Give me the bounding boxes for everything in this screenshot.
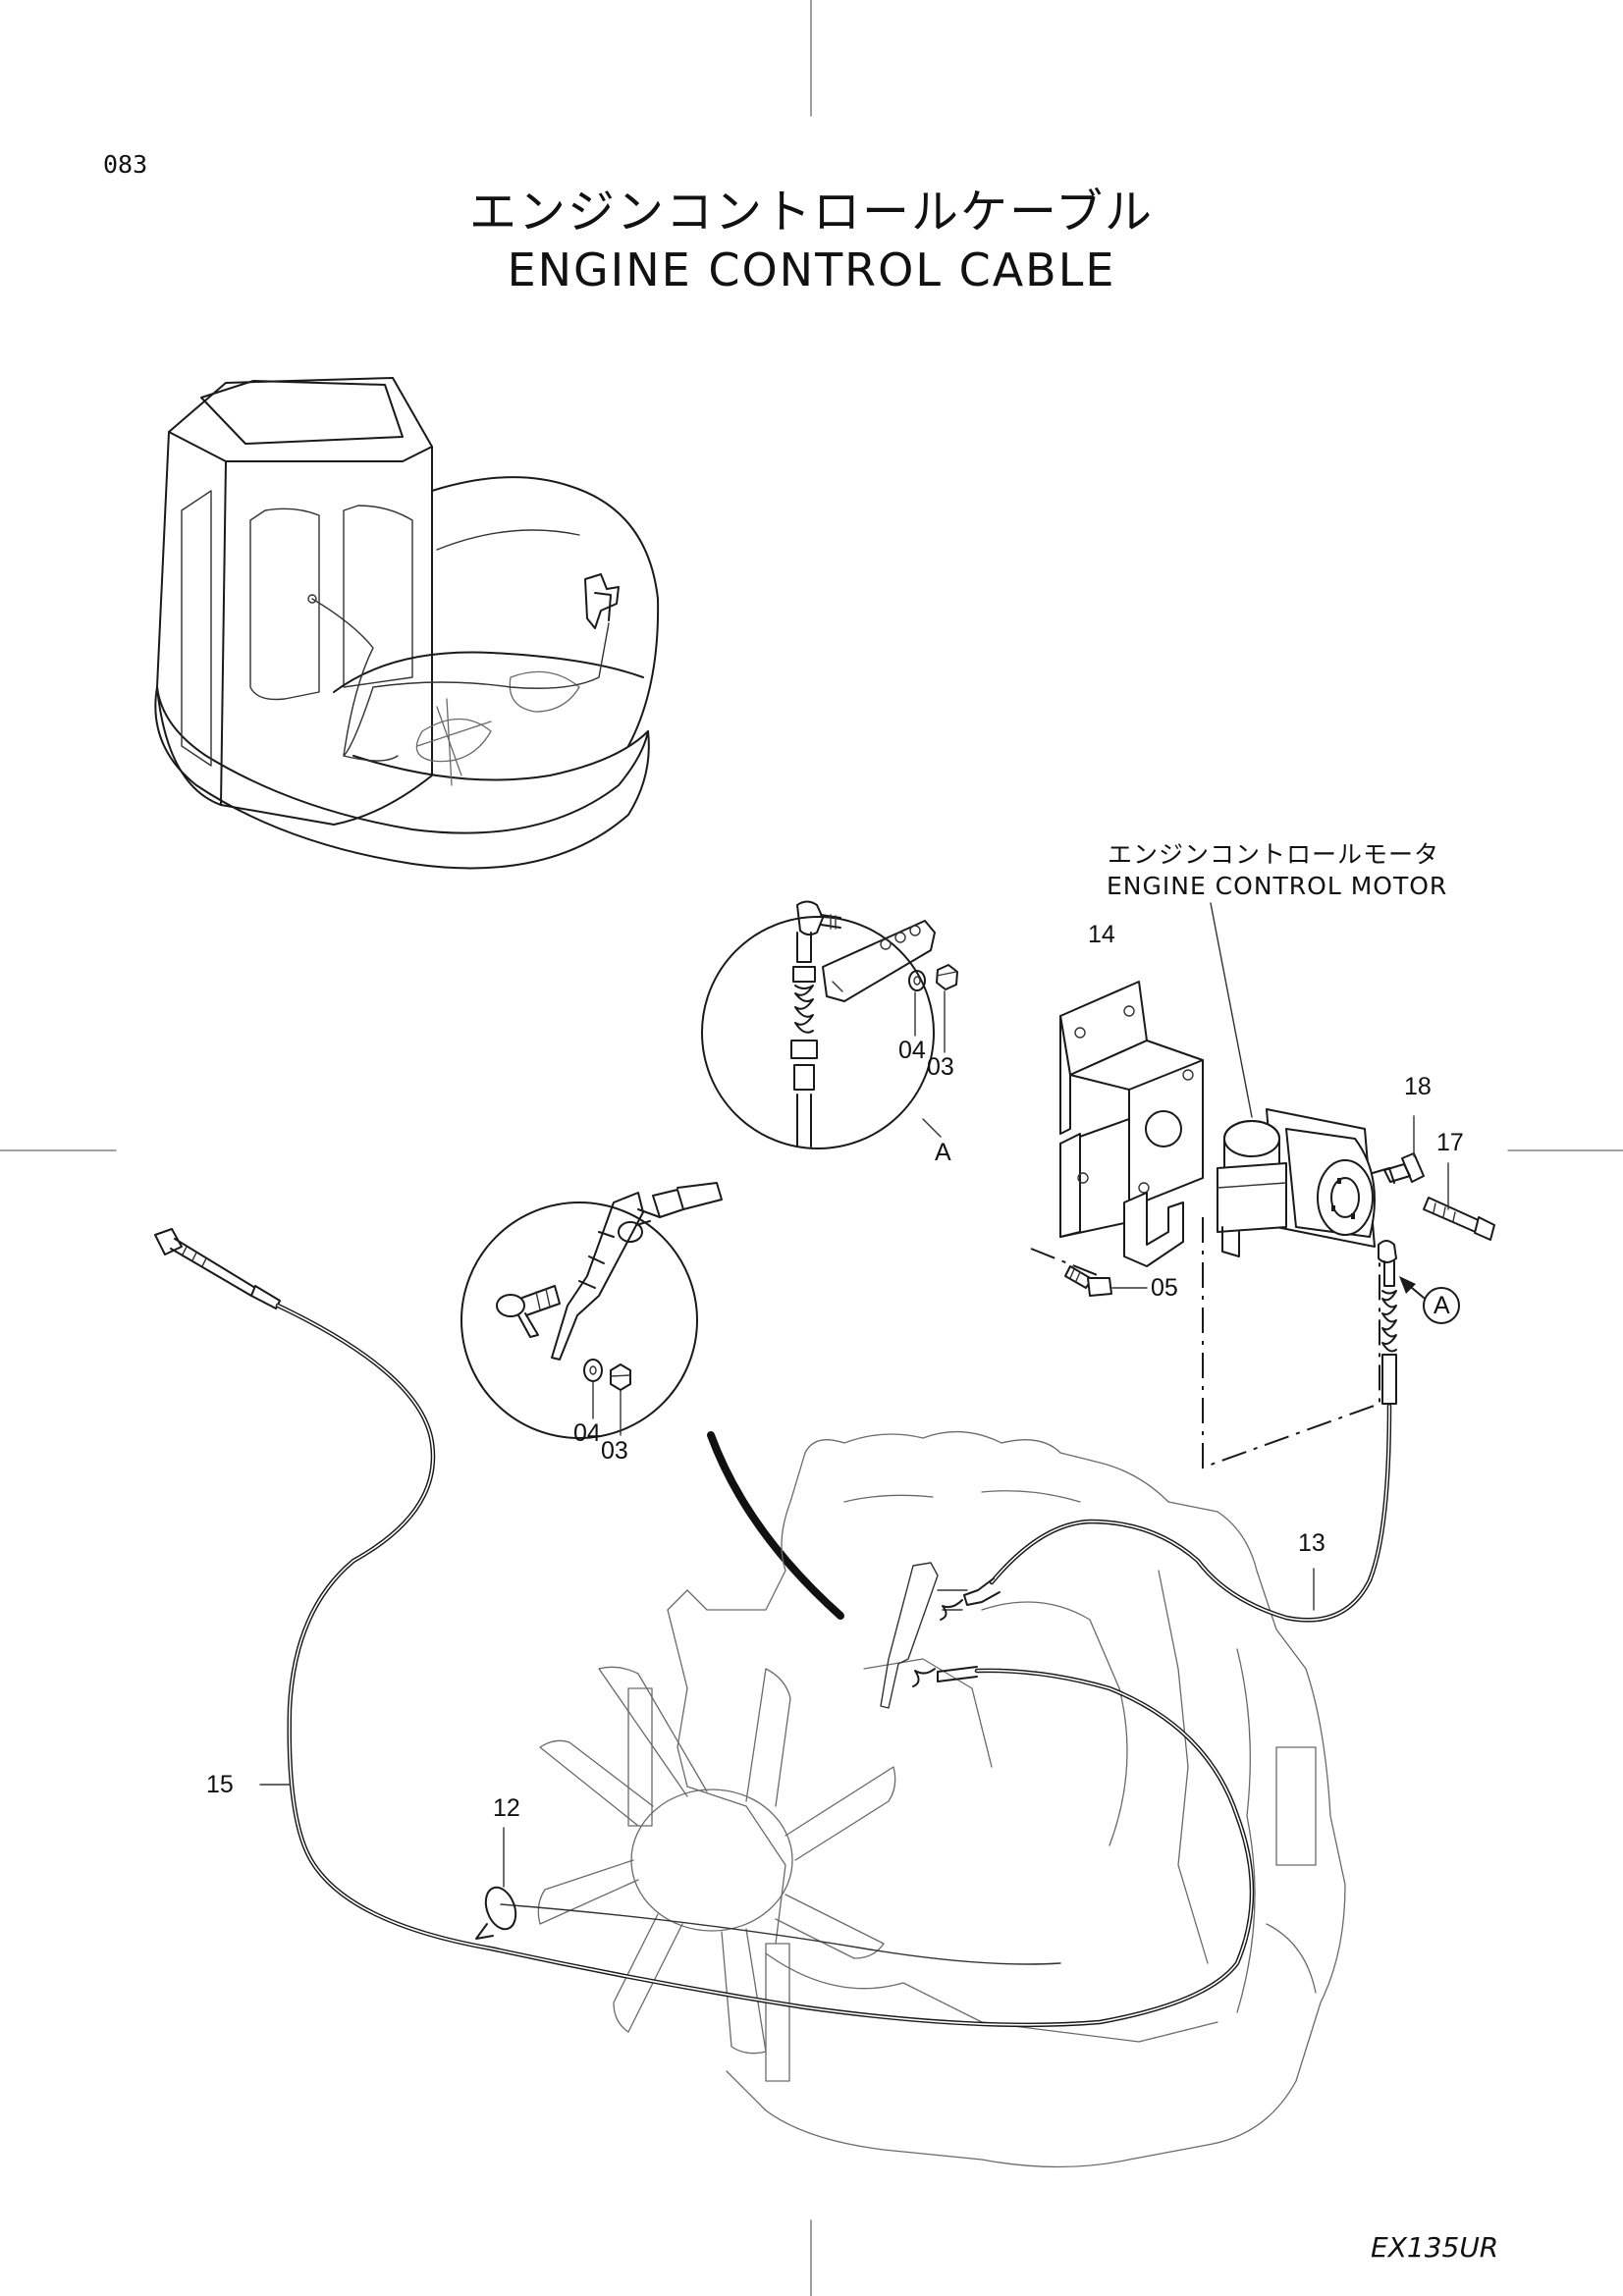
engine-control-motor: [1210, 902, 1395, 1257]
part-callout-04: 04: [898, 1037, 926, 1064]
page-title-english: ENGINE CONTROL CABLE: [507, 243, 1116, 296]
part-callout-05: 05: [1151, 1274, 1178, 1302]
motor-bracket: [1059, 981, 1204, 1267]
part-callout-17: 17: [1436, 1129, 1464, 1156]
detail-a-label: A: [935, 1139, 951, 1166]
cooling-fan: [537, 1666, 896, 2082]
detail-a-circle: [701, 900, 958, 1149]
excavator-overview: [154, 377, 660, 870]
linkage-detail-circle: [460, 1182, 844, 1620]
cable-15: [154, 1228, 1255, 2028]
motor-label-english: ENGINE CONTROL MOTOR: [1107, 872, 1448, 900]
page-number: 083: [103, 150, 148, 179]
part-callout-03: 03: [927, 1053, 954, 1081]
cable-13: [940, 1240, 1397, 1623]
part-callout-13: 13: [1298, 1529, 1325, 1557]
part-callout-04-lower: 04: [573, 1419, 601, 1447]
fasteners: [1064, 1115, 1495, 1297]
part-callout-14: 14: [1088, 921, 1115, 948]
alignment-lines: [1030, 1217, 1380, 1469]
page-title-japanese: エンジンコントロールケーブル: [468, 185, 1155, 240]
motor-label-japanese: エンジンコントロールモータ: [1108, 840, 1440, 869]
part-callout-18: 18: [1404, 1073, 1432, 1100]
engine-outline: [667, 1430, 1346, 2168]
model-code: EX135UR: [1371, 2231, 1499, 2264]
detail-a-reference-bubble: [1399, 1276, 1460, 1324]
part-callout-03-lower: 03: [601, 1437, 628, 1465]
part-callout-12: 12: [493, 1794, 520, 1822]
detail-a-reference: A: [1434, 1292, 1450, 1319]
part-callout-15: 15: [206, 1771, 234, 1798]
cable-clamp: [475, 1827, 517, 1940]
